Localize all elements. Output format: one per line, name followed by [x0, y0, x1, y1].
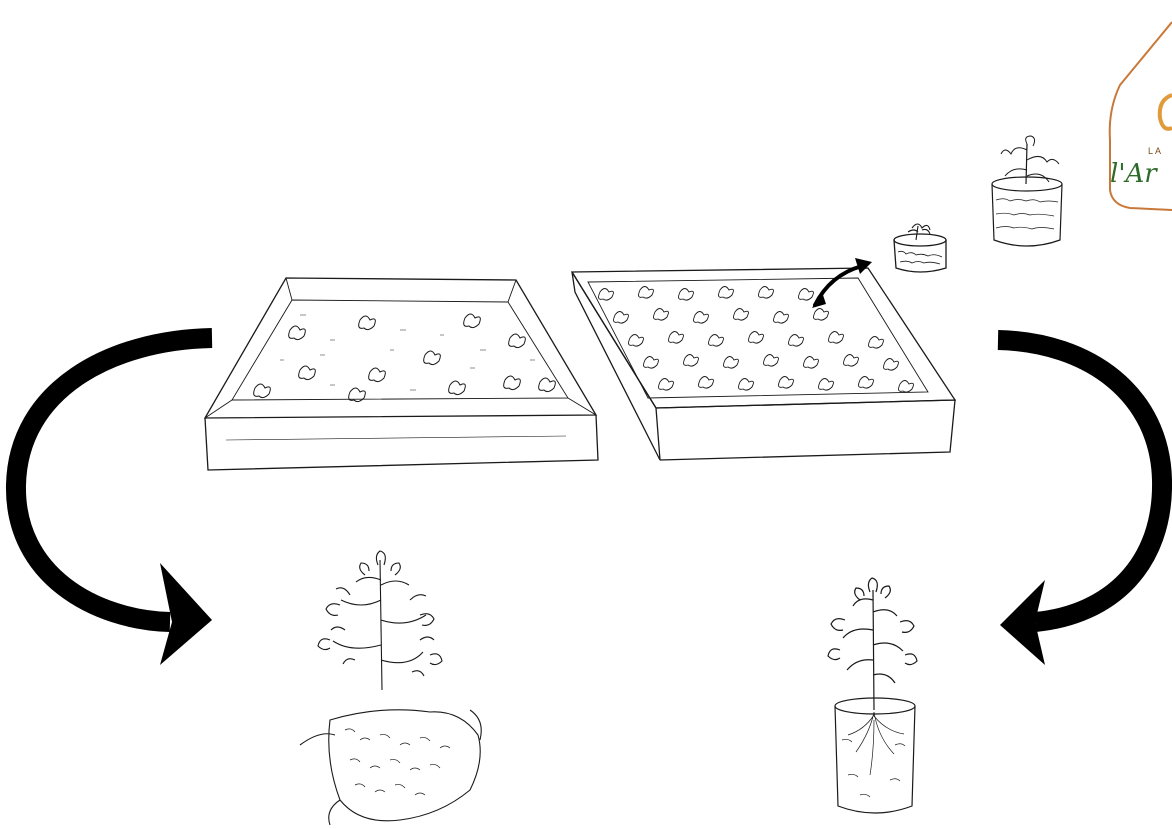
logo-prefix: LA: [1148, 146, 1163, 156]
potted-seedling-small: [992, 136, 1062, 246]
logo-wordmark: l'Ar: [1110, 159, 1158, 189]
seed-tray-right: [572, 268, 955, 460]
arrow-right-curved: [998, 340, 1162, 665]
seed-tray-left-seedlings: [254, 314, 556, 402]
arrowhead-icon: [855, 258, 872, 274]
potted-plant: [828, 578, 917, 813]
logo-badge: LA l'Ar: [1110, 22, 1172, 210]
arrow-left-curved: [16, 338, 212, 665]
bare-root-plant-in-hands: [300, 551, 481, 825]
seed-tray-right-seedlings: [599, 287, 914, 393]
transplant-arrow-small: [812, 258, 872, 308]
seed-tray-left: [205, 278, 598, 470]
small-cutting-cube: [894, 224, 946, 272]
